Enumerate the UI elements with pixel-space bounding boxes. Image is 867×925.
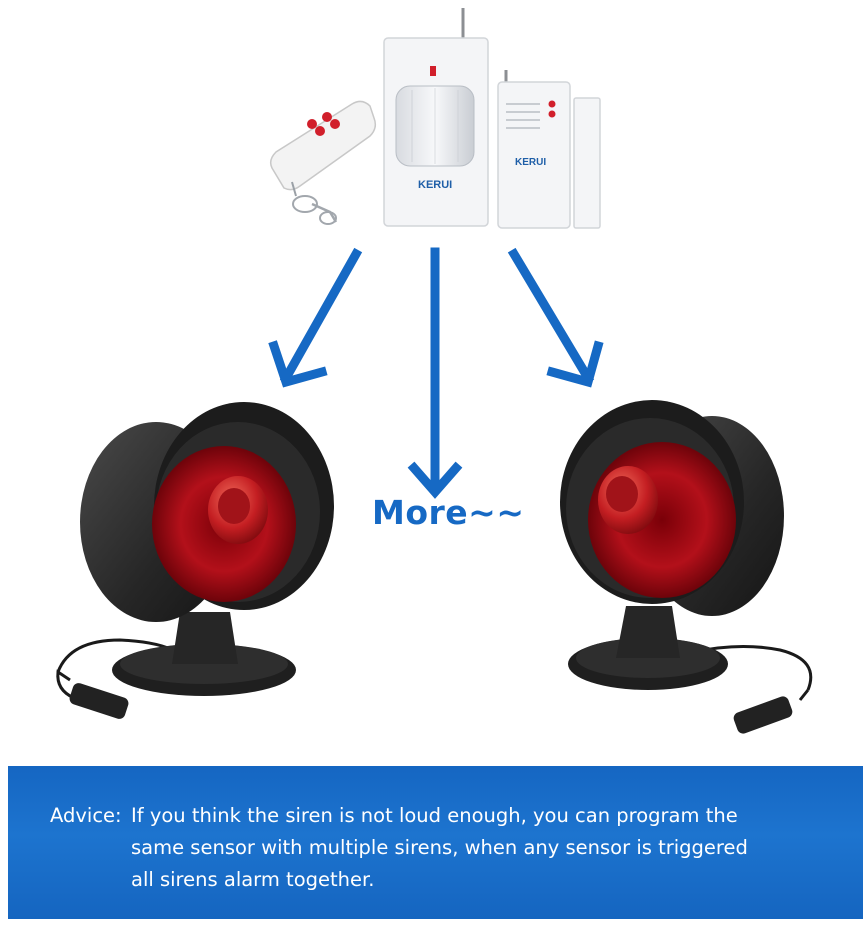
advice-label: Advice: [50, 804, 122, 827]
pir-motion-sensor-icon [383, 8, 489, 227]
advice-line: all sirens alarm together. [131, 868, 375, 891]
siren-right-icon [560, 400, 813, 734]
door-sensor-icon [497, 70, 601, 229]
arrow-left-icon [268, 247, 363, 388]
door-brand-logo: KERUI [515, 157, 547, 168]
siren-left-icon [56, 402, 334, 719]
advice-banner: Advice: If you think the siren is not lo… [8, 766, 863, 919]
advice-line: If you think the siren is not loud enoug… [131, 804, 738, 827]
arrow-right-icon [507, 247, 604, 388]
remote-control-icon [269, 100, 377, 225]
advice-text: If you think the siren is not loud enoug… [131, 800, 831, 896]
more-label: More~~ [372, 493, 525, 532]
pir-brand-logo: KERUI [418, 179, 453, 191]
advice-line: same sensor with multiple sirens, when a… [131, 836, 748, 859]
arrow-center-icon [407, 247, 463, 499]
